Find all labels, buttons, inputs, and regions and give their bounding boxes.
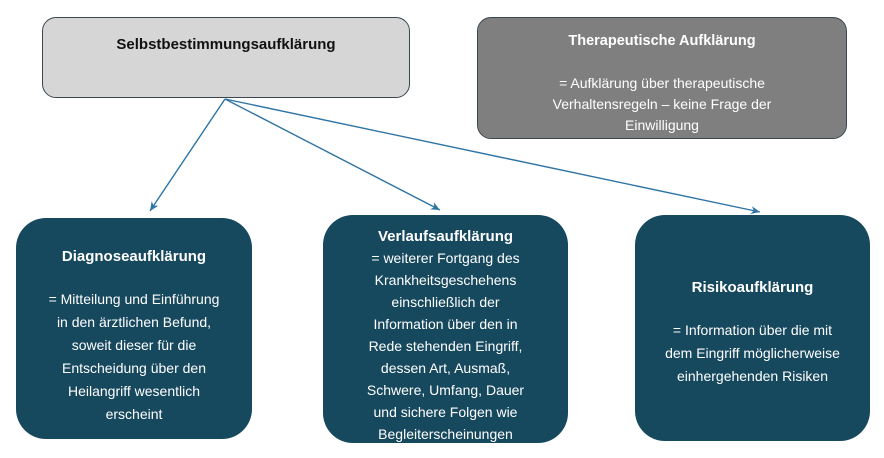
node-selbstbestimmungsaufklaerung: Selbstbestimmungsaufklärung (42, 17, 410, 98)
arrow-to-verlaufsaufklaerung (224, 98, 441, 211)
node-title: Selbstbestimmungsaufklärung (116, 36, 336, 53)
node-body-text: = weiterer Fortgang des Krankheitsgesche… (366, 250, 525, 442)
node-title: Risikoaufklärung (691, 279, 814, 296)
node-verlaufsaufklaerung: Verlaufsaufklärung = weiterer Fortgang d… (323, 215, 568, 443)
node-diagnoseaufklaerung: Diagnoseaufklärung = Mitteilung und Einf… (16, 218, 252, 439)
node-title: Therapeutische Aufklärung (568, 33, 756, 49)
node-title: Verlaufsaufklärung (377, 228, 514, 245)
node-title: Diagnoseaufklärung (61, 248, 207, 265)
node-therapeutische-aufklaerung: Therapeutische Aufklärung = Aufklärung ü… (477, 17, 847, 139)
node-body-text: = Mitteilung und Einführung in den ärztl… (48, 291, 220, 422)
arrow-to-diagnoseaufklaerung (149, 98, 226, 212)
node-risikoaufklaerung: Risikoaufklärung = Information über die … (635, 215, 870, 441)
node-body-text: = Information über die mit dem Eingriff … (665, 322, 840, 384)
node-body-text: = Aufklärung über therapeutische Verhalt… (552, 75, 772, 133)
